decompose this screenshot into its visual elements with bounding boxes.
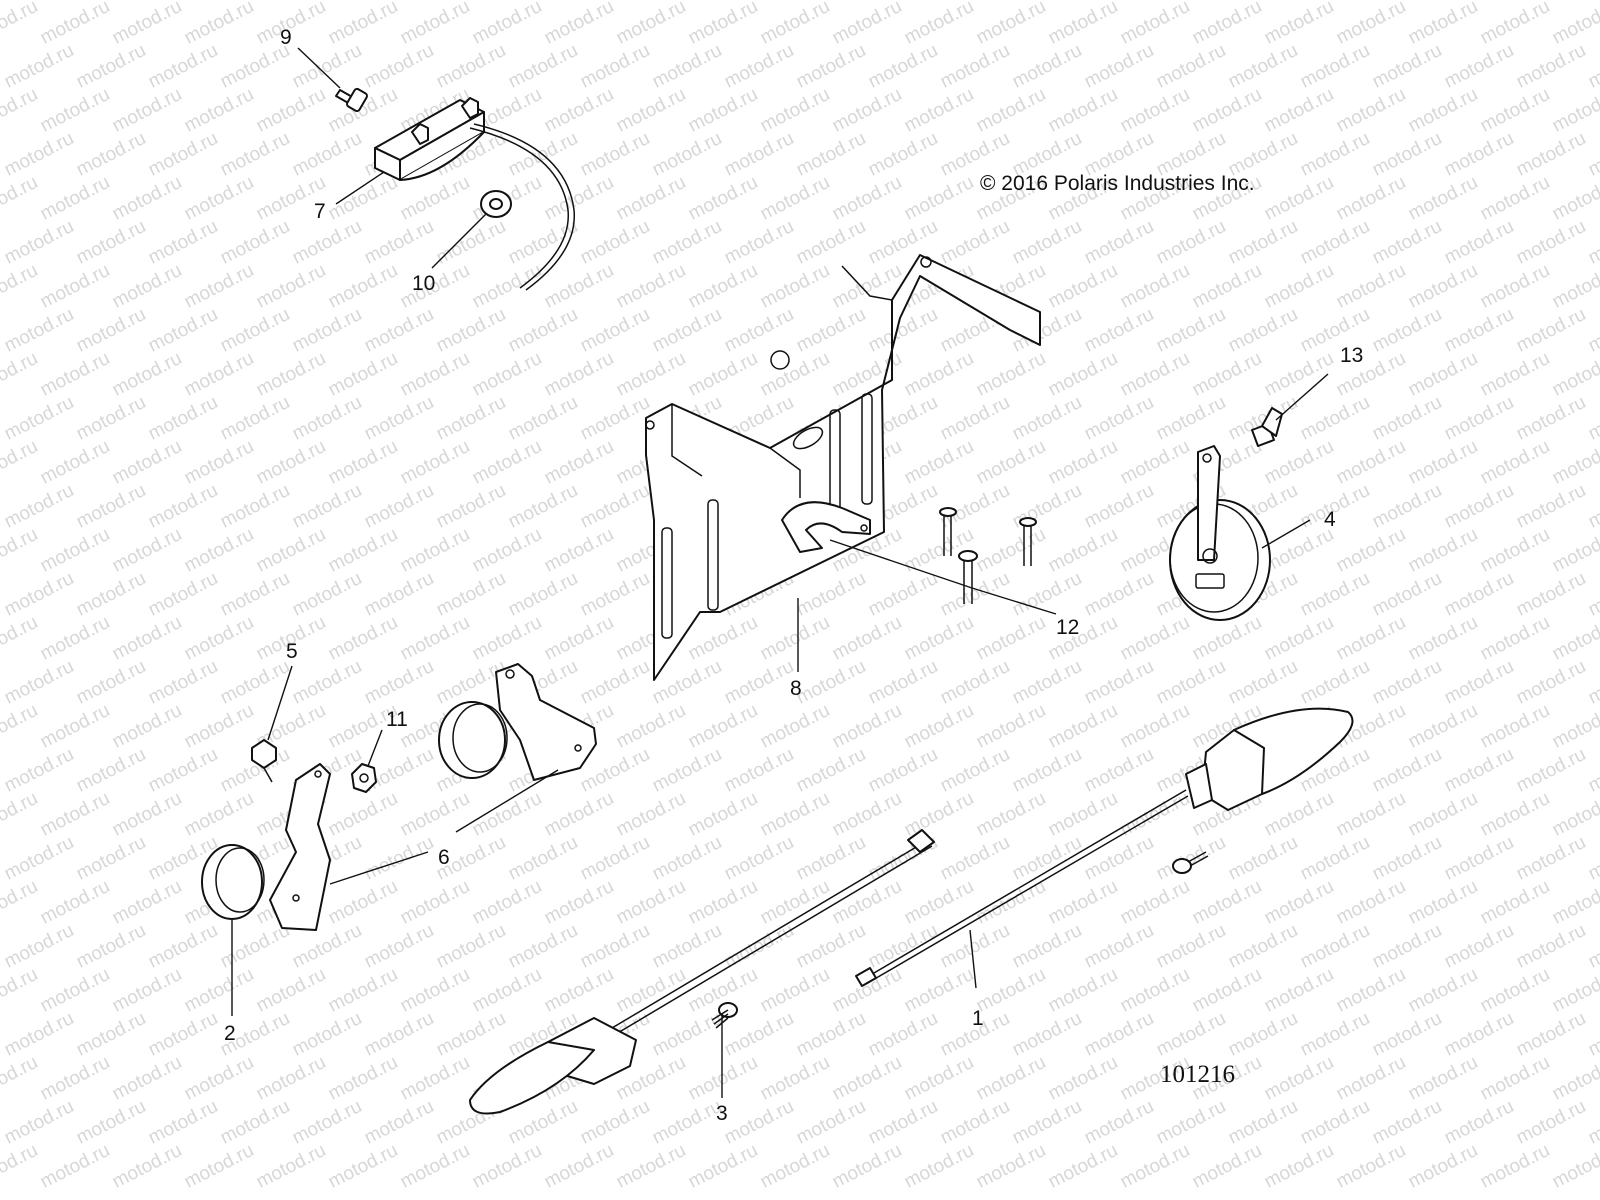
- callout-4: 4: [1324, 508, 1336, 531]
- copyright-notice: © 2016 Polaris Industries Inc.: [980, 172, 1255, 195]
- part-3-screw: [711, 1002, 738, 1029]
- callout-8: 8: [790, 677, 802, 700]
- callout-7: 7: [314, 200, 326, 223]
- part-5-bolt: [251, 739, 277, 783]
- callout-10: 10: [412, 272, 435, 295]
- part-12-screws: [939, 507, 1037, 604]
- part-10-grommet: [480, 190, 512, 218]
- callout-11: 11: [386, 708, 408, 731]
- part-13-bolt: [1251, 407, 1283, 447]
- part-4-horn: [1169, 445, 1271, 621]
- callout-1: 1: [972, 1007, 984, 1030]
- part-2-reflector: [201, 844, 265, 920]
- part-1-turn-signals: [469, 707, 1354, 1115]
- callout-13: 13: [1340, 344, 1363, 367]
- leader-lines: [231, 47, 1329, 1098]
- part-9-screw: [335, 87, 368, 113]
- callout-6: 6: [438, 846, 450, 869]
- part-7-module: [374, 97, 576, 291]
- callout-12: 12: [1056, 616, 1079, 639]
- part-11-nut: [351, 763, 377, 793]
- part-6-brackets: [269, 663, 597, 931]
- part-8-bracket: [645, 254, 1041, 681]
- callout-9: 9: [280, 26, 292, 49]
- figure-number: 101216: [1160, 1061, 1235, 1088]
- reflector-lens-upper: [438, 701, 508, 779]
- callout-5: 5: [286, 640, 298, 663]
- screw-near-part-1: [1172, 851, 1209, 874]
- callout-2: 2: [224, 1022, 236, 1045]
- callout-3: 3: [716, 1102, 728, 1125]
